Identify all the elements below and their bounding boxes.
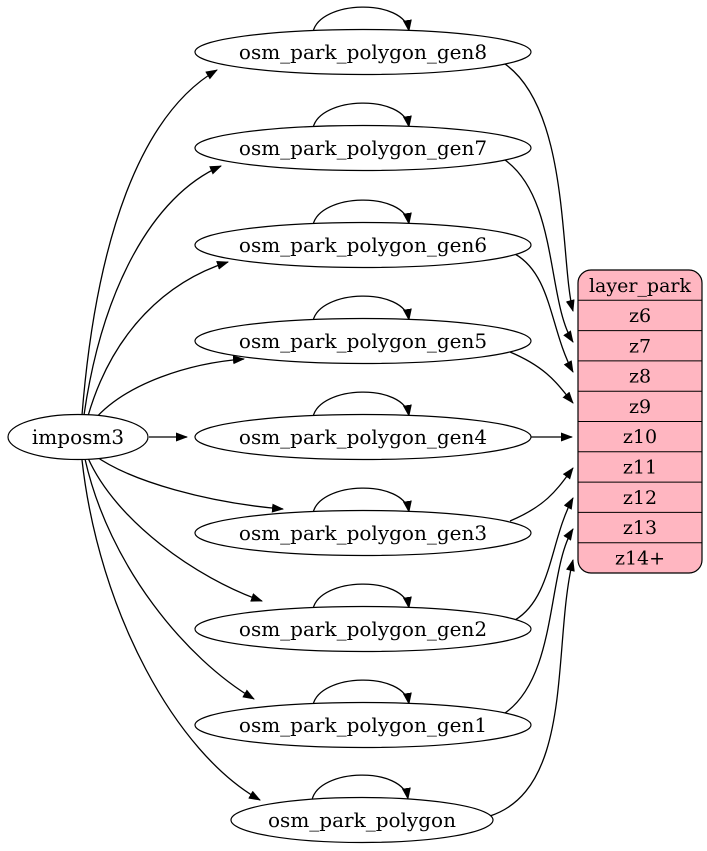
row-z14plus: z14+ <box>615 547 665 569</box>
gen2-label: osm_park_polygon_gen2 <box>239 617 487 641</box>
edge-polygon-to-z14plus <box>489 559 575 817</box>
gen6-ellipse <box>194 221 532 269</box>
row-z11: z11 <box>623 457 657 479</box>
gen5-ellipse <box>194 317 532 365</box>
node-osm-park-polygon-gen6: osm_park_polygon_gen6 <box>194 221 532 269</box>
gen4-label: osm_park_polygon_gen4 <box>239 425 487 449</box>
self-loop-gen6 <box>312 199 412 226</box>
gen7-ellipse <box>194 124 532 172</box>
node-osm-park-polygon-gen8: osm_park_polygon_gen8 <box>194 28 532 76</box>
self-loop-gen7 <box>312 102 412 129</box>
gen3-ellipse <box>194 509 532 557</box>
edge-gen6-to-z8 <box>514 253 574 373</box>
edge-gen1-to-z13 <box>504 528 574 714</box>
row-z8: z8 <box>629 366 651 388</box>
edge-imposm3-to-gen8 <box>81 69 218 416</box>
edge-gen8-to-z6 <box>504 63 575 312</box>
gen1-label: osm_park_polygon_gen1 <box>239 713 487 737</box>
row-z13: z13 <box>623 517 657 539</box>
edge-gen3-to-z11 <box>509 467 574 522</box>
layer-park-record: layer_park z6 z7 z8 z9 z10 z11 z12 z13 z… <box>577 269 703 574</box>
node-imposm3: imposm3 <box>7 413 149 461</box>
polygon-ellipse <box>230 796 494 844</box>
edge-imposm3-to-gen1 <box>84 458 255 700</box>
edge-imposm3-to-gen6 <box>87 261 229 417</box>
self-loop-gen2 <box>312 583 412 610</box>
self-loop-gen3 <box>312 487 412 514</box>
node-osm-park-polygon-gen4: osm_park_polygon_gen4 <box>194 413 532 461</box>
self-loop-gen1 <box>312 679 412 706</box>
gen7-label: osm_park_polygon_gen7 <box>239 136 487 160</box>
gen8-label: osm_park_polygon_gen8 <box>239 40 487 64</box>
gen2-ellipse <box>194 605 532 653</box>
node-osm-park-polygon-gen2: osm_park_polygon_gen2 <box>194 605 532 653</box>
node-osm-park-polygon-gen7: osm_park_polygon_gen7 <box>194 124 532 172</box>
gen3-label: osm_park_polygon_gen3 <box>239 521 487 545</box>
node-osm-park-polygon-gen5: osm_park_polygon_gen5 <box>194 317 532 365</box>
row-z12: z12 <box>623 487 657 509</box>
edges-to-layer <box>489 63 575 817</box>
polygon-label: osm_park_polygon <box>268 808 456 832</box>
row-z9: z9 <box>629 396 651 418</box>
edge-gen7-to-z7 <box>504 159 574 343</box>
edge-gen2-to-z12 <box>514 497 574 621</box>
node-osm-park-polygon: osm_park_polygon <box>230 796 494 844</box>
imposm3-label: imposm3 <box>32 425 124 449</box>
self-loop-gen5 <box>312 295 412 322</box>
gen8-ellipse <box>194 28 532 76</box>
gen4-ellipse <box>194 413 532 461</box>
edge-imposm3-to-polygon <box>81 459 261 801</box>
node-osm-park-polygon-gen1: osm_park_polygon_gen1 <box>194 701 532 749</box>
gen5-label: osm_park_polygon_gen5 <box>239 329 487 353</box>
row-z10: z10 <box>623 426 657 448</box>
self-loop-gen8 <box>312 6 412 33</box>
edge-imposm3-to-gen2 <box>87 457 263 602</box>
row-z7: z7 <box>629 335 651 357</box>
edge-gen5-to-z9 <box>509 351 574 404</box>
edge-imposm3-to-gen5 <box>93 355 245 421</box>
self-loop-polygon <box>311 774 411 801</box>
edge-imposm3-to-gen7 <box>83 165 222 416</box>
self-loops <box>311 6 412 801</box>
imposm3-ellipse <box>7 413 149 461</box>
row-z6: z6 <box>629 305 651 327</box>
self-loop-gen4 <box>312 391 412 418</box>
gen6-label: osm_park_polygon_gen6 <box>239 233 487 257</box>
layer-park-title: layer_park <box>589 275 692 297</box>
node-osm-park-polygon-gen3: osm_park_polygon_gen3 <box>194 509 532 557</box>
gen1-ellipse <box>194 701 532 749</box>
edge-imposm3-to-gen3 <box>93 454 284 513</box>
edges-from-imposm3 <box>81 69 284 801</box>
